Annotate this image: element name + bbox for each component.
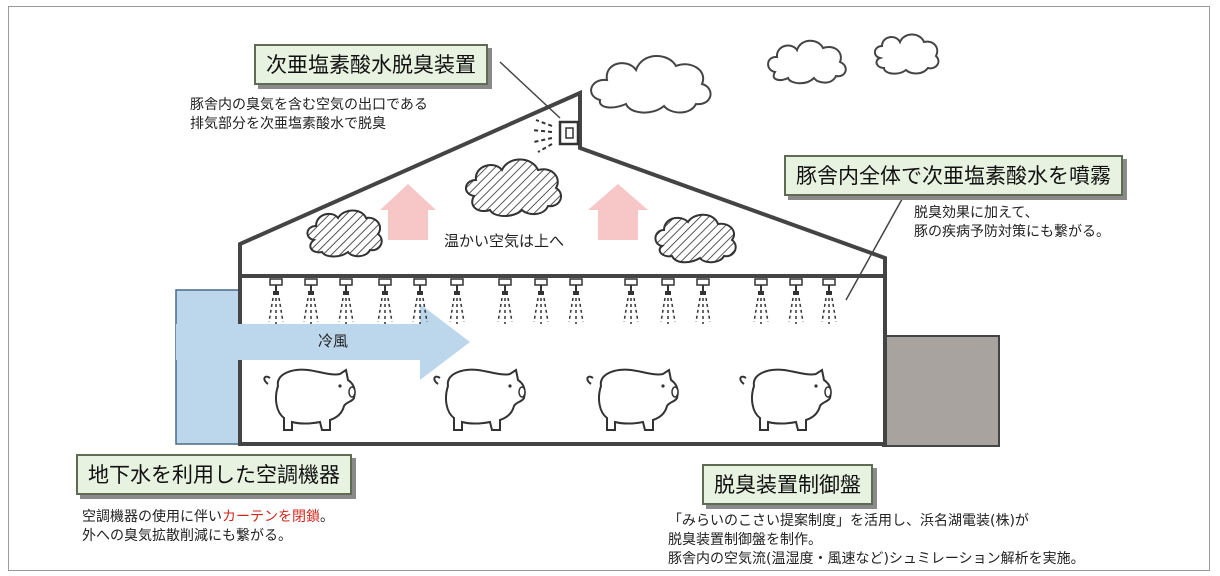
cloud-icon [767, 39, 847, 85]
deodorizer-device-icon [531, 119, 580, 153]
control-panel [882, 335, 1000, 447]
odor-cloud-icon [306, 209, 383, 258]
odor-cloud-icon [654, 213, 737, 264]
cold-air-arrow [176, 304, 470, 380]
nozzle-group [268, 278, 837, 324]
label-spray: 豚舎内全体で次亜塩素酸水を噴霧 [784, 155, 1123, 196]
ac-note-text: 空調機器の使用に伴い [82, 509, 222, 525]
nozzle-icon [449, 278, 465, 324]
pig-icon [433, 368, 526, 431]
leader-line [499, 61, 561, 119]
ac-note: 空調機器の使用に伴いカーテンを閉鎖。 外への臭気拡散削減にも繋がる。 [82, 508, 334, 546]
cold-air-label: 冷風 [318, 332, 349, 350]
nozzle-icon [497, 278, 513, 324]
label-ac-equipment: 地下水を利用した空調機器 [76, 454, 352, 495]
nozzle-icon [533, 278, 549, 324]
cloud-icon [874, 33, 940, 75]
warm-air-arrow [588, 184, 648, 240]
nozzle-icon [338, 278, 354, 324]
nozzle-icon [412, 278, 428, 324]
leader-line [845, 191, 907, 301]
pig-icon [739, 368, 832, 431]
warm-air-label: 温かい空気は上へ [444, 232, 565, 250]
control-note-line: 脱臭装置制御盤を制作。 [668, 532, 822, 548]
nozzle-icon [753, 278, 769, 324]
nozzle-icon [660, 278, 676, 324]
ac-note-text: 。 [320, 509, 334, 525]
pig-icon [263, 368, 356, 431]
exhaust-note: 豚舎内の臭気を含む空気の出口である 排気部分を次亜塩素酸水で脱臭 [190, 96, 428, 134]
label-control-panel: 脱臭装置制御盤 [702, 464, 873, 505]
exhaust-note-line: 豚舎内の臭気を含む空気の出口である [190, 97, 428, 113]
spray-note: 脱臭効果に加えて、 豚の疾病予防対策にも繋がる。 [914, 204, 1110, 242]
control-note-line: 豚舎内の空気流(温湿度・風速など)シュミレーション解析を実施。 [668, 551, 1085, 567]
nozzle-icon [568, 278, 584, 324]
exhaust-note-line: 排気部分を次亜塩素酸水で脱臭 [190, 116, 386, 132]
nozzle-icon [788, 278, 804, 324]
warm-air-arrow [380, 184, 436, 240]
odor-cloud-icon [465, 158, 563, 217]
label-deodorizer-device: 次亜塩素酸水脱臭装置 [254, 44, 488, 85]
pig-group [263, 368, 832, 431]
control-note-line: 「みらいのこさい提案制度」を活用し、浜名湖電装(株)が [668, 513, 1029, 529]
cloud-icon [590, 55, 712, 114]
pig-icon [586, 368, 679, 431]
nozzle-icon [623, 278, 639, 324]
ac-note-highlight: カーテンを閉鎖 [222, 509, 320, 525]
diagram-frame [8, 6, 1210, 571]
nozzle-icon [268, 278, 284, 324]
ac-note-line: 空調機器の使用に伴いカーテンを閉鎖。 [82, 508, 334, 527]
spray-note-line: 脱臭効果に加えて、 [914, 205, 1039, 221]
nozzle-icon [821, 278, 837, 324]
nozzle-icon [695, 278, 711, 324]
ac-note-line: 外への臭気拡散削減にも繋がる。 [82, 528, 292, 544]
ac-unit [175, 289, 241, 445]
control-note: 「みらいのこさい提案制度」を活用し、浜名湖電装(株)が 脱臭装置制御盤を制作。 … [668, 512, 1085, 569]
spray-note-line: 豚の疾病予防対策にも繋がる。 [914, 224, 1110, 240]
nozzle-icon [377, 278, 393, 324]
nozzle-icon [303, 278, 319, 324]
